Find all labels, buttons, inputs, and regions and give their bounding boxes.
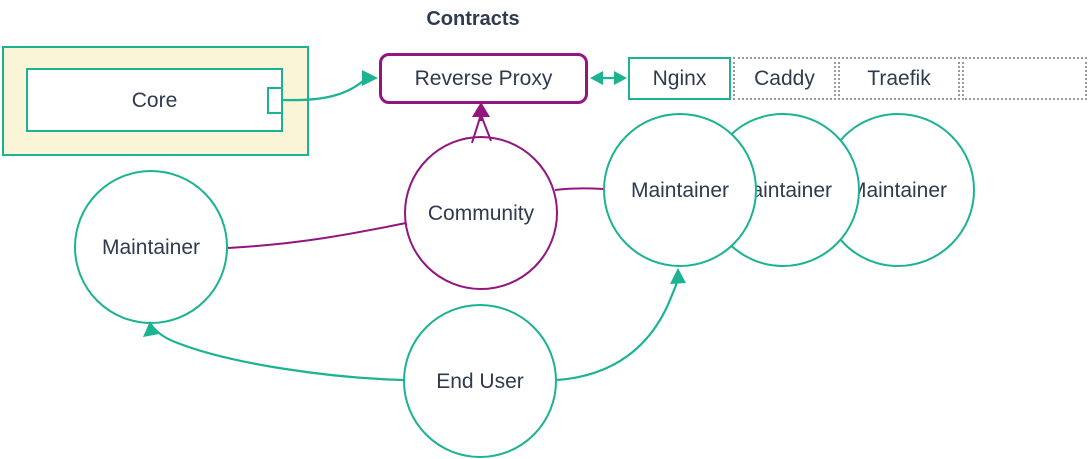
edge-core-to-reverse-proxy-arrowhead-icon — [362, 70, 378, 86]
reverse-proxy-node: Reverse Proxy — [379, 53, 588, 104]
nginx-label: Nginx — [652, 67, 707, 90]
maintainer-left-label: Maintainer — [101, 235, 201, 259]
proxy-option-caddy: Caddy — [733, 57, 836, 100]
end-user-node: End User — [403, 304, 557, 458]
maintainer-left-node: Maintainer — [74, 170, 228, 324]
community-label: Community — [427, 201, 535, 225]
edge-reverse-proxy-nginx-bidirectional — [590, 71, 627, 85]
edge-enduser-maintainer-right-line — [556, 281, 679, 382]
proxy-option-traefik: Traefik — [838, 57, 960, 100]
edge-enduser-maintainer-left-line — [153, 327, 404, 382]
diagram-title: Contracts — [426, 8, 520, 30]
proxy-option-empty — [962, 57, 1087, 100]
edge-community-maintainer-right-line — [554, 187, 604, 191]
edge-nginx-arrowhead-right-icon — [614, 71, 627, 85]
edge-enduser-to-maintainer-left — [143, 321, 404, 382]
core-output-port — [267, 87, 283, 114]
proxy-option-nginx: Nginx — [628, 57, 731, 100]
maintainer-right-label-1: Maintainer — [630, 178, 730, 202]
edge-community-rp-arrowhead-icon — [472, 102, 490, 117]
core-label: Core — [131, 88, 178, 112]
edge-enduser-maintainer-right-arrowhead-icon — [670, 268, 686, 284]
edge-reverse-proxy-arrowhead-left-icon — [590, 71, 603, 85]
maintainer-right-node-1: Maintainer — [603, 113, 757, 267]
community-node: Community — [404, 136, 558, 290]
reverse-proxy-label: Reverse Proxy — [414, 67, 553, 90]
caddy-label: Caddy — [754, 67, 815, 90]
traefik-label: Traefik — [867, 67, 931, 90]
end-user-label: End User — [436, 369, 524, 393]
maintainer-right-label-3: Maintainer — [848, 178, 948, 202]
edge-enduser-to-maintainer-right — [556, 268, 686, 382]
maintainer-right-label-2: Maintainer — [733, 178, 833, 202]
core-node: Core — [26, 68, 283, 132]
edge-community-maintainer-left-line — [227, 222, 407, 249]
